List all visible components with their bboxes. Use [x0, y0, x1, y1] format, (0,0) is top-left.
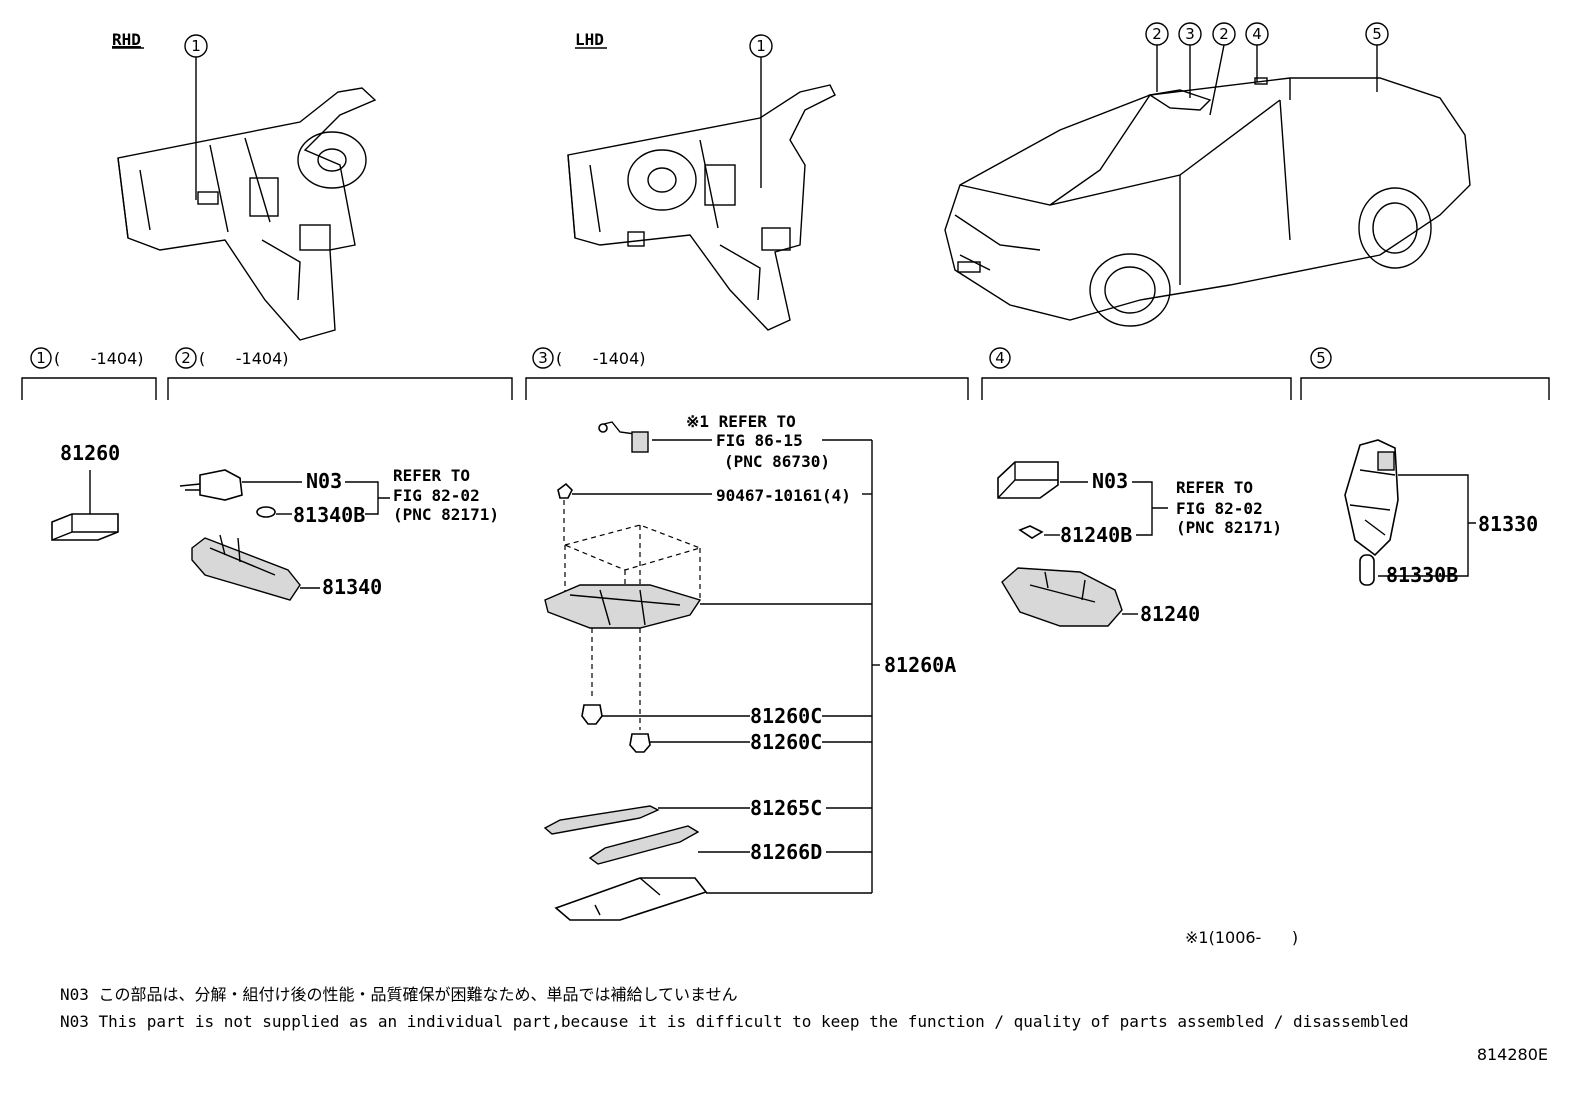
s2-refer-line3: (PNC 82171)	[393, 505, 499, 524]
part-81240b: 81240B	[1060, 523, 1132, 547]
wire-icon	[598, 421, 649, 453]
section-2-num: 2	[181, 349, 191, 367]
section-1: 81260	[51, 441, 120, 541]
car-callout-5: 5	[1372, 25, 1382, 43]
section-1-range: ( -1404)	[54, 349, 144, 368]
part-n03-s4: N03	[1092, 469, 1128, 493]
part-81240: 81240	[1140, 602, 1200, 626]
section-3-range: ( -1404)	[556, 349, 646, 368]
console-icon	[544, 584, 702, 629]
note-n03-en: N03 This part is not supplied as an indi…	[60, 1012, 1409, 1031]
lhd-callout-num: 1	[756, 37, 766, 55]
s3-refer-line2: FIG 86-15	[716, 431, 803, 450]
s3-refer-line3: (PNC 86730)	[724, 452, 830, 471]
section-3-num: 3	[538, 349, 548, 367]
lens-icon	[191, 534, 301, 601]
part-81340b: 81340B	[293, 503, 365, 527]
switch-icon	[997, 461, 1059, 499]
car-callout-3: 3	[1185, 25, 1195, 43]
section-4-num: 4	[995, 349, 1005, 367]
map-lamp-icon	[51, 513, 119, 541]
section-3-header: 3 ( -1404)	[525, 347, 969, 400]
diagram-id: 814280E	[1477, 1045, 1548, 1064]
footnote-1: ※1(1006- )	[1185, 928, 1298, 947]
socket-icon	[179, 469, 243, 501]
part-90467-10161: 90467-10161(4)	[716, 486, 851, 505]
section-headers: 1 ( -1404) 2 ( -1404) 3 ( -1404) 4 5	[21, 347, 1550, 400]
s2-refer-line2: FIG 82-02	[393, 486, 480, 505]
cover1-icon	[543, 805, 660, 835]
lhd-label: LHD	[575, 30, 604, 49]
bulb5-icon	[1359, 554, 1375, 586]
lens4-icon	[1001, 567, 1123, 627]
part-81265c: 81265C	[750, 796, 822, 820]
part-81260: 81260	[60, 441, 120, 465]
section-2-header: 2 ( -1404)	[167, 347, 513, 400]
car-view: 2 3 2 4 5	[944, 22, 1471, 327]
section-2: N03 81340B REFER TO FIG 82-02 (PNC 82171…	[179, 466, 499, 601]
lhd-view: LHD 1	[567, 30, 836, 331]
part-81260a: 81260A	[884, 653, 956, 677]
part-n03-s2: N03	[306, 469, 342, 493]
section-4-header: 4	[981, 347, 1292, 400]
section-3: ※1 REFER TO FIG 86-15 (PNC 86730) 90467-…	[543, 412, 956, 921]
s4-refer-line2: FIG 82-02	[1176, 499, 1263, 518]
section-5: 81330 81330B	[1344, 439, 1538, 587]
car-callout-4: 4	[1252, 25, 1262, 43]
car-callout-2a: 2	[1152, 25, 1162, 43]
rhd-callout-num: 1	[191, 37, 201, 55]
section-1-num: 1	[36, 349, 46, 367]
car-callout-2b: 2	[1219, 25, 1229, 43]
section-2-range: ( -1404)	[199, 349, 289, 368]
car-callouts: 2 3 2 4 5	[1145, 22, 1389, 116]
lhd-callout: 1	[749, 34, 773, 188]
bulb4-icon	[1018, 525, 1044, 539]
part-81330b: 81330B	[1386, 563, 1458, 587]
bulb1-icon	[581, 704, 603, 725]
s3-refer-line1: ※1 REFER TO	[686, 412, 796, 431]
part-81260c-2: 81260C	[750, 730, 822, 754]
cover2-icon	[588, 825, 700, 865]
rhd-view: RHD 1	[112, 30, 377, 341]
bulb-icon	[256, 506, 276, 518]
s2-refer-line1: REFER TO	[393, 466, 470, 485]
bulb2-icon	[629, 733, 651, 753]
housing-icon	[554, 877, 708, 921]
part-81260c-1: 81260C	[750, 704, 822, 728]
s4-refer-line1: REFER TO	[1176, 478, 1253, 497]
part-81266d: 81266D	[750, 840, 822, 864]
note-n03-jp: N03 この部品は、分解・組付け後の性能・品質確保が困難なため、単品では補給して…	[60, 985, 738, 1004]
part-81340: 81340	[322, 575, 382, 599]
screw-icon	[557, 482, 573, 499]
section-5-num: 5	[1316, 349, 1326, 367]
part-81330: 81330	[1478, 512, 1538, 536]
rhd-callout: 1	[184, 34, 208, 200]
lamp5-icon	[1344, 439, 1399, 557]
rhd-label: RHD	[112, 30, 141, 49]
section-1-header: 1 ( -1404)	[21, 347, 157, 400]
section-4: N03 81240B REFER TO FIG 82-02 (PNC 82171…	[997, 461, 1282, 627]
section-5-header: 5	[1300, 347, 1550, 400]
s4-refer-line3: (PNC 82171)	[1176, 518, 1282, 537]
